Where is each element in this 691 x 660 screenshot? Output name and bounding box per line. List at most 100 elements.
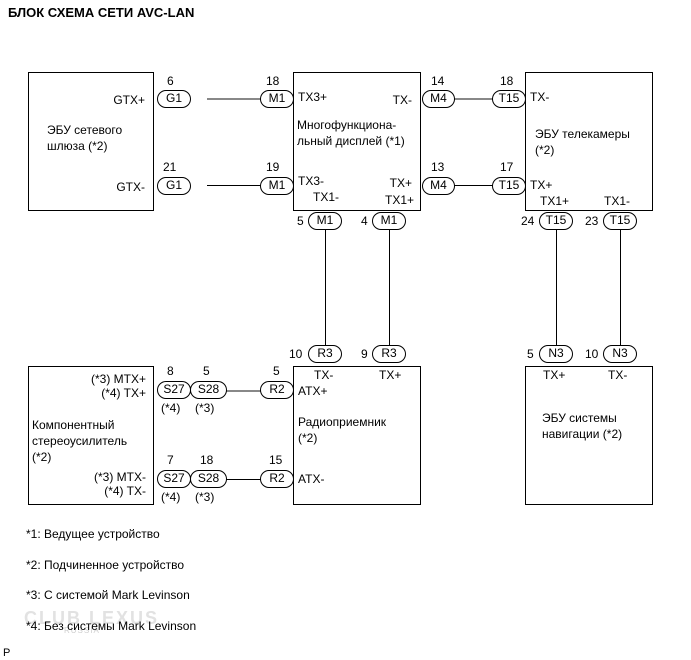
note-3: *3: С системой Mark Levinson — [26, 588, 190, 602]
pin-number: 6 — [167, 74, 174, 88]
pin-number: 18 — [200, 453, 214, 467]
camera-ecu-box: TX- ЭБУ телекамеры (*2) TX+ TX1+ TX1- — [525, 72, 653, 211]
terminal-mtx-minus: (*3) MTX- — [94, 470, 146, 484]
connector-s27: S27 — [157, 381, 191, 399]
connector-m1: M1 — [372, 212, 406, 230]
terminal-tx3-plus: TX3+ — [298, 90, 328, 104]
gateway-ecu-box: GTX+ ЭБУ сетевого шлюза (*2) GTX- — [28, 72, 154, 211]
pin-number: 23 — [585, 214, 599, 228]
connector-n3: N3 — [539, 345, 573, 363]
terminal-nav-tx-plus: TX+ — [543, 368, 566, 382]
connector-t15: T15 — [603, 212, 637, 230]
pin-number: 19 — [266, 160, 280, 174]
connector-t15: T15 — [492, 177, 526, 195]
wire-tx1-minus-nav — [620, 229, 621, 345]
connector-s27: S27 — [157, 470, 191, 488]
footer-mark: P — [3, 647, 11, 659]
pin-number: 5 — [203, 364, 210, 378]
connector-s28: S28 — [190, 381, 227, 399]
connector-r3: R3 — [308, 345, 342, 363]
connector-s28: S28 — [190, 470, 227, 488]
amplifier-name: Компонентный стереоусилитель (*2) — [32, 418, 128, 464]
connector-r3: R3 — [372, 345, 406, 363]
wire-tx-minus-camera — [454, 98, 494, 100]
pin-number: 5 — [297, 214, 304, 228]
terminal-radio-tx-minus: TX- — [314, 368, 334, 382]
pin-number: 7 — [167, 453, 174, 467]
terminal-tx-minus: TX- — [392, 93, 412, 107]
camera-ecu-name: ЭБУ телекамеры (*2) — [535, 127, 630, 157]
connector-t15: T15 — [539, 212, 573, 230]
pin-number: 5 — [273, 364, 280, 378]
wire-gtx-plus — [207, 98, 262, 100]
connector-note: (*4) — [161, 401, 181, 415]
wire-tx1-minus-radio — [325, 229, 326, 345]
note-2: *2: Подчиненное устройство — [26, 558, 185, 572]
terminal-camera-tx-minus: TX- — [530, 90, 550, 104]
connector-m1: M1 — [308, 212, 342, 230]
connector-m1: M1 — [260, 90, 294, 108]
terminal-atx-minus: ATX- — [298, 472, 325, 486]
connector-m4: M4 — [422, 90, 455, 108]
wire-atx-plus — [226, 390, 262, 392]
terminal-gtx-plus: GTX+ — [113, 93, 145, 107]
terminal-tx1-minus: TX1- — [313, 190, 340, 204]
radio-box: TX- TX+ ATX+ Радиоприемник (*2) ATX- — [293, 366, 421, 505]
watermark-sub: RUSSIA — [64, 626, 100, 635]
connector-note: (*3) — [195, 490, 215, 504]
amplifier-box: (*3) MTX+ (*4) TX+ Компонентный стереоус… — [28, 366, 154, 505]
pin-number: 13 — [431, 160, 445, 174]
note-1: *1: Ведущее устройство — [26, 527, 160, 541]
terminal-camera-tx-plus: TX+ — [530, 178, 553, 192]
pin-number: 21 — [163, 160, 177, 174]
multi-display-name: Многофункциона- льный дисплей (*1) — [297, 118, 405, 148]
terminal-tx1-plus: TX1+ — [384, 193, 414, 207]
terminal-camera-tx1-plus: TX1+ — [540, 194, 570, 208]
connector-t15: T15 — [492, 90, 526, 108]
connector-note: (*3) — [195, 401, 215, 415]
terminal-nav-tx-minus: TX- — [608, 368, 628, 382]
radio-name: Радиоприемник (*2) — [298, 415, 387, 445]
terminal-camera-tx1-minus: TX1- — [604, 194, 631, 208]
wire-gtx-minus — [207, 185, 262, 186]
gateway-ecu-name: ЭБУ сетевого шлюза (*2) — [47, 123, 123, 153]
pin-number: 14 — [431, 74, 445, 88]
pin-number: 5 — [527, 347, 534, 361]
terminal-radio-tx-plus: TX+ — [379, 368, 402, 382]
connector-n3: N3 — [603, 345, 637, 363]
pin-number: 18 — [266, 74, 280, 88]
terminal-atx-plus: ATX+ — [298, 384, 328, 398]
pin-number: 18 — [500, 74, 514, 88]
connector-g1: G1 — [157, 90, 191, 108]
terminal-mtx-plus: (*3) MTX+ — [90, 372, 146, 386]
pin-number: 17 — [500, 160, 514, 174]
connector-r2: R2 — [260, 381, 294, 399]
watermark: CLUB LEXUS — [24, 608, 160, 628]
wire-tx-plus-camera — [454, 185, 494, 186]
note-4: *4: Без системы Mark Levinson — [26, 619, 197, 633]
terminal-tx-plus: TX+ — [389, 176, 412, 190]
terminal-amp-tx-minus: (*4) TX- — [104, 484, 146, 498]
connector-g1: G1 — [157, 177, 191, 195]
pin-number: 10 — [585, 347, 599, 361]
wire-atx-minus — [226, 479, 262, 480]
pin-number: 15 — [269, 453, 283, 467]
connector-m4: M4 — [422, 177, 455, 195]
pin-number: 9 — [361, 347, 368, 361]
pin-number: 8 — [167, 364, 174, 378]
connector-note: (*4) — [161, 490, 181, 504]
connector-r2: R2 — [260, 470, 294, 488]
terminal-amp-tx-plus: (*4) TX+ — [101, 386, 146, 400]
terminal-gtx-minus: GTX- — [116, 180, 145, 194]
navigation-ecu-box: TX+ TX- ЭБУ системы навигации (*2) — [525, 366, 653, 505]
pin-number: 10 — [289, 347, 303, 361]
pin-number: 4 — [361, 214, 368, 228]
pin-number: 24 — [521, 214, 535, 228]
terminal-tx3-minus: TX3- — [298, 174, 325, 188]
diagram-title: БЛОК СХЕМА СЕТИ AVC-LAN — [8, 5, 195, 20]
wire-tx1-plus-nav — [556, 229, 557, 345]
connector-m1: M1 — [260, 177, 294, 195]
wire-tx1-plus-radio — [389, 229, 390, 345]
multi-display-box: TX3+ TX- Многофункциона- льный дисплей (… — [293, 72, 421, 211]
navigation-ecu-name: ЭБУ системы навигации (*2) — [542, 411, 623, 441]
